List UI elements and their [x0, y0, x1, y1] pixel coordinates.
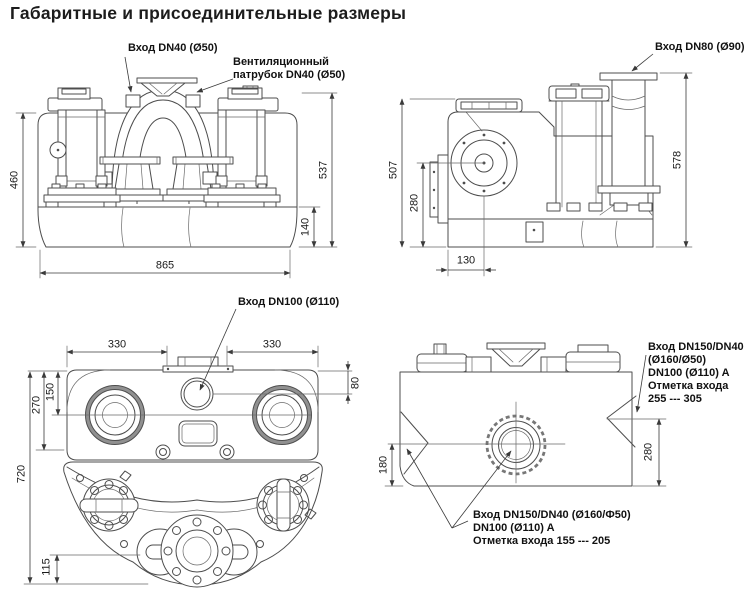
dim-top-right-span: 330 [262, 338, 282, 351]
dim-side-total-height: 578 [671, 150, 684, 170]
dim-front-tank-height: 460 [8, 170, 21, 190]
dim-front-total-height: 537 [317, 160, 330, 180]
dim-top-pump-axis: 150 [44, 382, 57, 402]
callout-vent-dn40: Вентиляционный патрубок DN40 (Ø50) [233, 56, 346, 81]
dim-side-height: 507 [387, 160, 400, 180]
dim-top-service-axis: 270 [30, 395, 43, 415]
dim-top-inlet-offset: 80 [349, 376, 362, 390]
callout-inlet-dn100: Вход DN100 (Ø110) [238, 296, 340, 308]
dim-side-discharge-offset: 130 [456, 254, 476, 267]
side-view-drawing [399, 53, 693, 277]
dim-top-length: 720 [15, 464, 28, 484]
dim-side-discharge-center: 280 [408, 193, 421, 213]
callout-lower-inlet: Вход DN150/DN40 (Ø160/Ф50) DN100 (Ø110) … [473, 509, 631, 547]
dim-front-base-height: 140 [299, 217, 312, 237]
dim-top-discharge-edge: 115 [40, 558, 53, 576]
dim-tank-upper-inlet-height: 280 [642, 442, 655, 462]
dim-front-width: 865 [155, 259, 175, 272]
callout-upper-inlet: Вход DN150/DN40 (Ø160/Ø50) DN100 (Ø110) … [648, 341, 744, 405]
dim-tank-lower-inlet-height: 180 [377, 455, 390, 475]
tank-side-view-drawing [384, 342, 667, 529]
callout-inlet-dn80: Вход DN80 (Ø90) [655, 41, 745, 53]
front-view-drawing [15, 56, 338, 279]
top-view-drawing [23, 308, 353, 588]
page-title: Габаритные и присоединительные размеры [10, 3, 407, 23]
dim-top-left-span: 330 [107, 338, 127, 351]
callout-inlet-dn40: Вход DN40 (Ø50) [128, 42, 218, 54]
